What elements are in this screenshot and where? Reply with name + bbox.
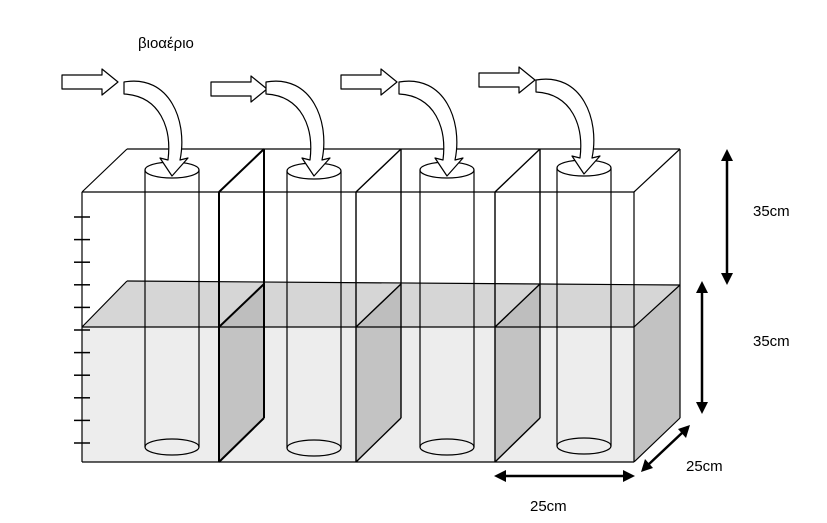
height-bottom-label: 35cm — [753, 333, 790, 350]
depth-edge-bottom-right — [633, 417, 681, 463]
dividers — [218, 148, 541, 463]
gas-inflow-arrows — [61, 66, 601, 177]
divider-2 — [355, 148, 402, 463]
water-side — [634, 285, 680, 462]
divider-shade-3 — [495, 284, 540, 462]
water-line-right — [633, 284, 681, 328]
depth-edge-top-right — [633, 148, 681, 193]
biogas-label: βιοαέριο — [138, 35, 194, 52]
tank-box — [81, 148, 681, 463]
height-top-label: 35cm — [753, 203, 790, 220]
divider-shade-2 — [356, 284, 401, 462]
gas-arrow-2 — [210, 75, 331, 177]
width-label: 25cm — [530, 498, 567, 515]
height-top-arrow — [721, 149, 733, 285]
depth-label: 25cm — [686, 458, 723, 475]
dimension-arrows — [494, 149, 733, 482]
width-arrow — [494, 470, 635, 482]
gas-arrow-1 — [61, 68, 189, 177]
divider-1 — [218, 148, 265, 463]
divider-3 — [494, 148, 541, 463]
water-line-left — [81, 280, 128, 328]
depth-edge-top-left — [81, 148, 128, 193]
gas-arrow-3 — [340, 68, 464, 177]
depth-arrow — [641, 425, 690, 472]
cylinder-2 — [286, 162, 342, 457]
scale-ticks — [74, 216, 90, 444]
height-bottom-arrow — [696, 281, 708, 414]
gas-arrow-4 — [478, 66, 601, 175]
cylinders — [144, 159, 612, 457]
water-layer — [82, 281, 680, 462]
divider-shade-1 — [219, 284, 264, 462]
